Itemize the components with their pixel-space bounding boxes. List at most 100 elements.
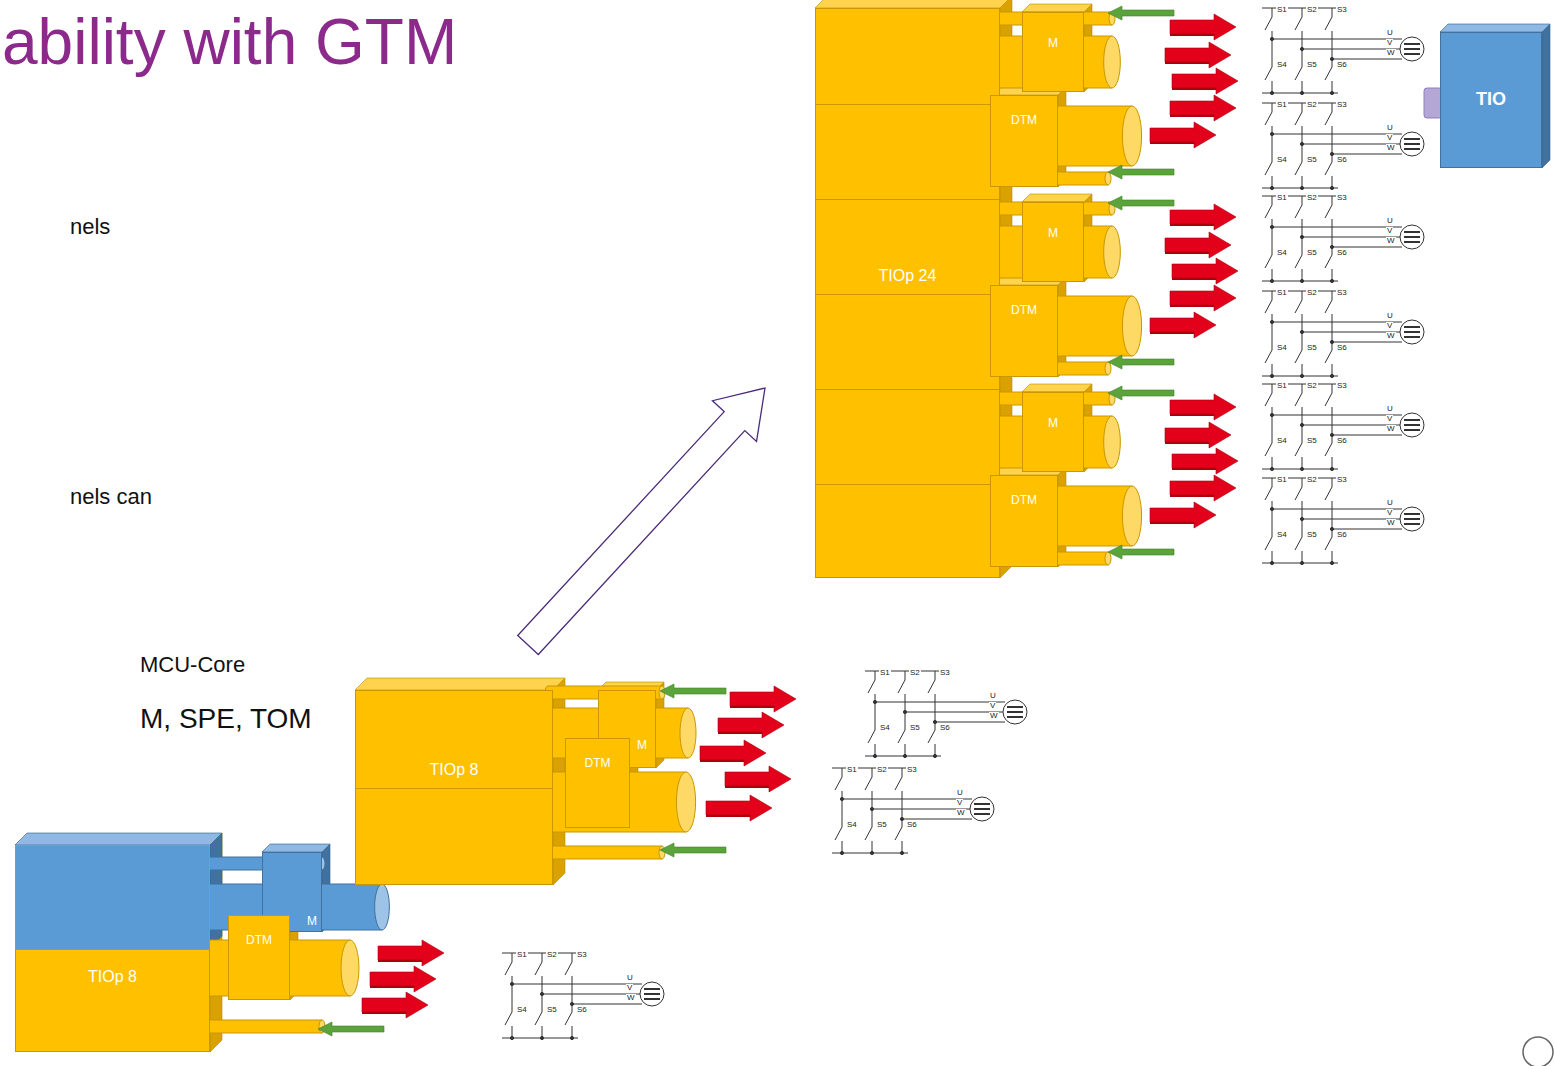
switch-label: S6: [906, 821, 918, 829]
switch-label: S4: [1276, 249, 1288, 257]
phase-label: U: [956, 789, 964, 797]
switch-label: S5: [1306, 531, 1318, 539]
output-arrow: [1150, 122, 1216, 148]
dtm-box: DTM: [990, 475, 1058, 567]
box-top: [1022, 4, 1092, 12]
phase-label: W: [626, 994, 636, 1002]
switch-label: S4: [846, 821, 858, 829]
phase-label: V: [1386, 509, 1393, 517]
phase-label: U: [1386, 312, 1394, 320]
cylinder-cap: [680, 708, 696, 758]
dtm-box: DTM: [990, 285, 1058, 377]
input-arrow: [1108, 386, 1174, 400]
box-top: [15, 833, 222, 845]
switch-label: S6: [1336, 531, 1348, 539]
node-label: TIO: [1476, 89, 1506, 110]
switch-label: S6: [576, 1006, 588, 1014]
input-arrow: [1108, 6, 1174, 20]
switch-label: S2: [876, 766, 888, 774]
switch-label: S6: [939, 724, 951, 732]
output-arrow: [362, 992, 428, 1018]
cylinder-body: [205, 1020, 322, 1033]
layer-line: [816, 199, 999, 200]
node-label: M: [637, 739, 647, 753]
cylinder-cap: [1122, 106, 1141, 166]
switch-label: S4: [1276, 61, 1288, 69]
output-arrow: [700, 740, 766, 766]
switch-label: S1: [1276, 6, 1288, 14]
switch-label: S4: [1276, 531, 1288, 539]
switch-label: S6: [1336, 156, 1348, 164]
illustration-group: [15, 0, 1550, 1052]
tio-block: TIOp 24: [815, 8, 1000, 578]
node-label: DTM: [246, 934, 272, 948]
box-top: [1022, 194, 1092, 202]
cylinder-cap: [1122, 296, 1141, 356]
switch-label: S2: [1306, 194, 1318, 202]
output-arrow: [718, 712, 784, 738]
cylinder-cap: [1104, 36, 1121, 88]
node-label: DTM: [1011, 114, 1037, 128]
output-arrow: [1170, 285, 1236, 311]
phase-label: U: [626, 974, 634, 982]
phase-label: U: [1386, 217, 1394, 225]
phase-label: W: [1386, 49, 1396, 57]
switch-label: S1: [516, 951, 528, 959]
layer-line: [356, 788, 552, 789]
cylinder-body: [548, 846, 662, 859]
output-arrow: [1165, 422, 1231, 448]
input-arrow: [1108, 355, 1174, 369]
phase-label: V: [1386, 227, 1393, 235]
layer-line: [816, 484, 999, 485]
cylinder-cap: [1105, 552, 1111, 565]
body-text: MCU-Core: [140, 652, 245, 678]
module-box: M: [1022, 392, 1084, 472]
switch-label: S5: [1306, 156, 1318, 164]
switch-label: S3: [939, 669, 951, 677]
inverter-motor-symbol: [1262, 196, 1424, 283]
cylinder-cap: [341, 940, 359, 996]
phase-label: V: [626, 984, 633, 992]
scale-up-arrow: [518, 388, 765, 654]
output-arrow: [1150, 312, 1216, 338]
switch-label: S5: [1306, 249, 1318, 257]
inverter-motor-symbol: [1262, 103, 1424, 190]
switch-label: S1: [1276, 194, 1288, 202]
tio-box: TIO: [1440, 32, 1542, 168]
switch-label: S6: [1336, 249, 1348, 257]
box-top: [355, 678, 565, 690]
phase-label: W: [1386, 332, 1396, 340]
switch-label: S1: [846, 766, 858, 774]
input-arrow: [1108, 196, 1174, 210]
phase-label: W: [956, 809, 966, 817]
tio-block: TIOp 8: [15, 845, 210, 1052]
logo-ring: [1523, 1037, 1553, 1066]
phase-label: W: [1386, 519, 1396, 527]
layer-line: [816, 389, 999, 390]
box-top: [262, 844, 330, 852]
switch-label: S3: [1336, 382, 1348, 390]
output-arrow: [730, 686, 796, 712]
output-arrow: [1170, 475, 1236, 501]
phase-label: U: [1386, 499, 1394, 507]
switch-label: S2: [1306, 476, 1318, 484]
module-box: M: [1022, 12, 1084, 92]
cylinder-cap: [1122, 486, 1141, 546]
phase-label: W: [1386, 425, 1396, 433]
node-label: TIOp 8: [430, 761, 479, 779]
phase-label: U: [1386, 124, 1394, 132]
switch-label: S5: [1306, 61, 1318, 69]
output-arrow: [1172, 68, 1238, 94]
phase-label: U: [1386, 405, 1394, 413]
schematics: [502, 8, 1424, 1040]
switch-label: S2: [1306, 382, 1318, 390]
cylinder-cap: [1105, 172, 1111, 185]
inverter-motor-symbol: [1262, 8, 1424, 95]
signal-arrows: [318, 6, 1238, 1036]
phase-label: V: [956, 799, 963, 807]
output-arrow: [1172, 448, 1238, 474]
input-arrow: [660, 843, 726, 857]
cylinder-edge: [548, 846, 662, 859]
